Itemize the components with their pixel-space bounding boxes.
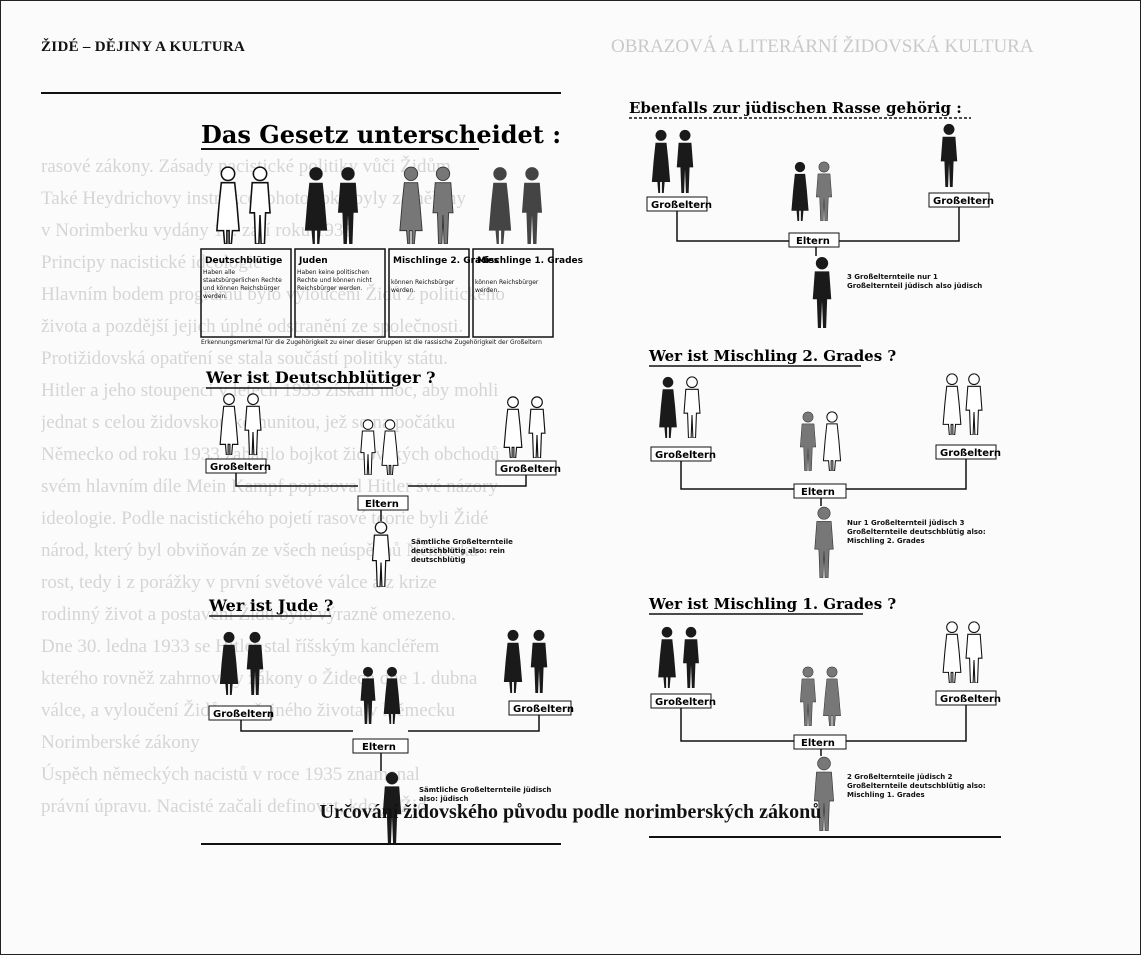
bleed-line: Dne 30. ledna 1933 se Hitler stal říšský… (41, 636, 440, 657)
label-parents: Eltern (365, 499, 399, 510)
bleed-line: Norimberské zákony (41, 732, 200, 753)
section-note: Sämtliche Großelternteile deutschblütig … (411, 538, 513, 564)
category-text: Haben alle staatsbürgerlichen Rechte und… (203, 269, 282, 300)
section-deutschbluetig: Wer ist Deutschblütiger ? Großeltern Gro… (205, 368, 561, 587)
bleed-line: života a pozdější jejich úplné odstraněn… (41, 316, 464, 337)
bleed-through-running-head: OBRAZOVÁ A LITERÁRNÍ ŽIDOVSKÁ KULTURA (611, 31, 1131, 63)
label-parents: Eltern (362, 742, 396, 753)
section-title: Wer ist Jude ? (208, 596, 333, 615)
category-text: können Reichsbürger werden. (475, 279, 539, 294)
bleed-line: rost, tedy i z porážky v první světové v… (41, 572, 437, 593)
category-text: können Reichsbürger werden. (391, 279, 455, 294)
label-parents: Eltern (801, 738, 835, 749)
bleed-line: Hitler a jeho stoupenci v letech 1933 zí… (41, 380, 499, 401)
label-grandparents: Großeltern (513, 704, 574, 715)
bleed-line: OBRAZOVÁ A LITERÁRNÍ ŽIDOVSKÁ KULTURA (611, 36, 1034, 57)
poster-title: Das Gesetz unterscheidet : (201, 120, 561, 149)
label-grandparents: Großeltern (651, 200, 712, 211)
label-grandparents: Großeltern (655, 697, 716, 708)
book-header: ŽIDÉ – DĚJINY A KULTURA (41, 39, 246, 55)
section-title: Ebenfalls zur jüdischen Rasse gehörig : (629, 99, 962, 117)
bleed-line: v Norimberku vydány 15. září roku 1935 (41, 220, 353, 241)
label-grandparents: Großeltern (500, 464, 561, 475)
section-mischling1: Wer ist Mischling 1. Grades ? Großeltern… (648, 595, 1001, 838)
label-grandparents: Großeltern (655, 450, 716, 461)
section-note: Sämtliche Großelternteile jüdisch also: … (419, 786, 552, 803)
figures-deutschbluetig (215, 166, 272, 244)
section-note: 2 Großelternteile jüdisch 2 Großelternte… (847, 773, 986, 799)
category-label: Juden (298, 256, 328, 266)
label-grandparents: Großeltern (210, 462, 271, 473)
section-note: Nur 1 Großelternteil jüdisch 3 Großelter… (847, 519, 986, 545)
figure-caption: Určování židovského původu podle norimbe… (319, 801, 822, 823)
category-label: Deutschblütige (205, 256, 282, 266)
figures-mischling1 (488, 167, 543, 244)
section-title: Wer ist Mischling 1. Grades ? (648, 595, 896, 613)
bleed-line: Úspěch německých nacistů v roce 1935 zna… (41, 764, 420, 785)
label-grandparents: Großeltern (933, 196, 994, 207)
label-grandparents: Großeltern (940, 448, 1001, 459)
section-title: Wer ist Deutschblütiger ? (205, 368, 435, 387)
section-ebenfalls: Ebenfalls zur jüdischen Rasse gehörig : … (629, 99, 994, 328)
figures-mischling2 (399, 166, 454, 244)
figures-juden (304, 167, 359, 244)
category-label: Mischlinge 1. Grades (477, 256, 583, 266)
section-jude: Wer ist Jude ? Großeltern Großeltern Elt… (201, 596, 574, 845)
label-parents: Eltern (801, 487, 835, 498)
bleed-line: Protižidovská opatření se stala součástí… (41, 348, 448, 369)
section-mischling2: Wer ist Mischling 2. Grades ? Großeltern… (648, 347, 1001, 578)
bleed-line: Principy nacistické ideologie (41, 252, 262, 273)
poster-footnote: Erkennungsmerkmal für die Zugehörigkeit … (201, 339, 542, 346)
section-note: 3 Großelternteile nur 1 Großelternteil j… (847, 273, 983, 290)
label-parents: Eltern (796, 236, 830, 247)
label-grandparents: Großeltern (940, 694, 1001, 705)
bleed-line: rodinný život a postavení Židů bylo výra… (41, 604, 456, 625)
category-label: Mischlinge 2. Grades (393, 256, 499, 266)
bleed-line: právní úpravu. Nacisté začali definovat,… (41, 796, 427, 817)
bleed-line: národ, který byl obviňován ze všech neús… (41, 540, 478, 561)
label-grandparents: Großeltern (213, 709, 274, 720)
category-boxes: Deutschblütige Juden Mischlinge 2. Grade… (200, 248, 583, 346)
category-text: Haben keine politischen Rechte und könne… (297, 269, 372, 292)
section-title: Wer ist Mischling 2. Grades ? (648, 347, 896, 365)
